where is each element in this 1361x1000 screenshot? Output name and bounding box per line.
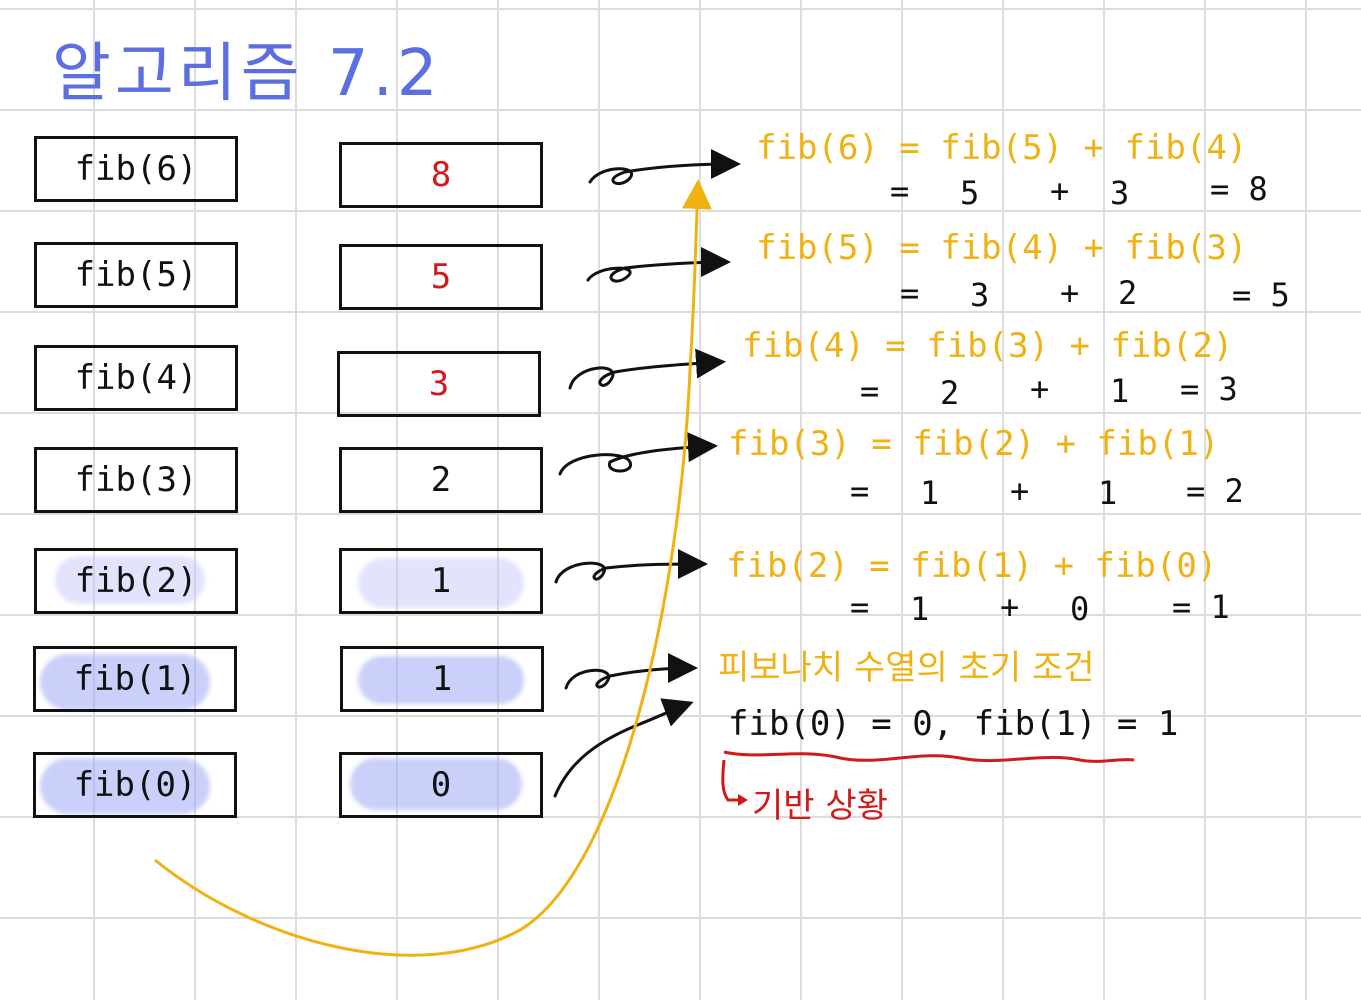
equation-fib5-a: 3 <box>970 276 990 314</box>
equation-fib4-op: + <box>1030 370 1050 408</box>
equation-fib5-op: + <box>1060 274 1080 312</box>
equation-fib4-result: = 3 <box>1180 370 1238 408</box>
equation-fib3-b: 1 <box>1098 474 1118 512</box>
value-box-fib5: 5 <box>339 244 543 310</box>
equation-fib2-b: 0 <box>1070 590 1090 628</box>
value-box-fib1: 1 <box>340 646 544 712</box>
equation-fib6-b: 3 <box>1110 174 1130 212</box>
arrow-row-fib5 <box>586 247 731 283</box>
label-text: fib(4) <box>74 358 198 398</box>
arrow-row-fib0 <box>553 698 694 798</box>
label-box-fib1: fib(1) <box>33 646 237 712</box>
arrow-row-fib3 <box>558 432 718 476</box>
label-text: fib(0) <box>73 765 197 805</box>
equation-fib6-eq: = <box>890 172 910 210</box>
equation-fib6-op: + <box>1050 172 1070 210</box>
equation-fib4-formula: fib(4) = fib(3) + fib(2) <box>742 326 1234 366</box>
equation-fib6-formula: fib(6) = fib(5) + fib(4) <box>756 128 1248 168</box>
label-box-fib6: fib(6) <box>34 136 238 202</box>
value-text: 5 <box>430 257 452 297</box>
equation-fib3-a: 1 <box>920 474 940 512</box>
label-text: fib(1) <box>73 659 197 699</box>
value-text: 3 <box>428 364 450 404</box>
value-box-fib0: 0 <box>339 752 543 818</box>
label-box-fib0: fib(0) <box>33 752 237 818</box>
base-case-label: 기반 상황 <box>752 786 888 826</box>
label-text: fib(3) <box>74 460 198 500</box>
equation-fib4-a: 2 <box>940 374 960 412</box>
equation-fib3-formula: fib(3) = fib(2) + fib(1) <box>728 424 1220 464</box>
equation-fib2-result: = 1 <box>1172 588 1230 626</box>
equation-fib6-result: = 8 <box>1210 170 1268 208</box>
equation-fib3-op: + <box>1010 472 1030 510</box>
value-text: 1 <box>431 659 453 699</box>
label-box-fib5: fib(5) <box>34 242 238 308</box>
equation-fib5-result: = 5 <box>1232 276 1290 314</box>
equation-fib2-eq: = <box>850 588 870 626</box>
value-box-fib3: 2 <box>339 447 543 513</box>
value-box-fib6: 8 <box>339 142 543 208</box>
initial-condition: fib(0) = 0, fib(1) = 1 <box>728 704 1179 744</box>
equation-fib3-result: = 2 <box>1186 472 1244 510</box>
arrow-row-fib6 <box>588 149 741 186</box>
equation-fib4-eq: = <box>860 372 880 410</box>
label-text: fib(6) <box>74 149 198 189</box>
base-case-pointer <box>721 759 742 802</box>
equation-fib2-formula: fib(2) = fib(1) + fib(0) <box>726 546 1218 586</box>
equation-fib2-a: 1 <box>910 590 930 628</box>
equation-fib2-op: + <box>1000 588 1020 626</box>
arrow-row-fib2 <box>554 549 708 584</box>
equation-fib4-b: 1 <box>1110 372 1130 410</box>
value-text: 2 <box>430 460 452 500</box>
value-text: 8 <box>430 155 452 195</box>
label-box-fib4: fib(4) <box>34 345 238 411</box>
equation-fib5-formula: fib(5) = fib(4) + fib(3) <box>756 228 1248 268</box>
value-text: 1 <box>430 561 452 601</box>
base-case-underline <box>723 750 1135 763</box>
equation-fib3-eq: = <box>850 472 870 510</box>
arrow-row-fib1 <box>564 653 698 690</box>
label-text: fib(5) <box>74 255 198 295</box>
initial-condition-label: 피보나치 수열의 초기 조건 <box>718 648 1095 688</box>
page-title: 알고리즘 7.2 <box>52 37 442 111</box>
value-text: 0 <box>430 765 452 805</box>
equation-fib5-eq: = <box>900 274 920 312</box>
label-box-fib2: fib(2) <box>34 548 238 614</box>
equation-fib6-a: 5 <box>960 174 980 212</box>
value-box-fib2: 1 <box>339 548 543 614</box>
label-box-fib3: fib(3) <box>34 447 238 513</box>
equation-fib5-b: 2 <box>1118 274 1138 312</box>
label-text: fib(2) <box>74 561 198 601</box>
arrow-row-fib4 <box>568 348 726 390</box>
value-box-fib4: 3 <box>337 351 541 417</box>
